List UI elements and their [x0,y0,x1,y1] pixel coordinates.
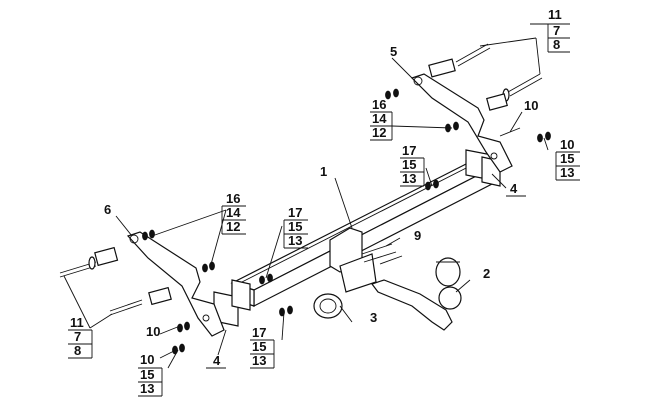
label-rules [68,23,580,397]
right-side-bracket [410,73,513,173]
label-part-8-right: 8 [553,37,560,52]
label-part-13-bottom-left: 13 [140,381,154,396]
callout-labels: 1 2 3 4 4 5 6 9 10 10 10 11 7 8 11 7 8 1… [70,7,574,396]
label-part-3: 3 [370,310,377,325]
label-part-16-right: 16 [372,97,386,112]
label-part-10-far-right: 10 [560,137,574,152]
label-part-8-left: 8 [74,343,81,358]
label-part-5: 5 [390,44,397,59]
tow-ball-neck [371,257,462,331]
label-part-17-right: 17 [402,143,416,158]
label-part-17-lower: 17 [252,325,266,340]
label-part-7-right: 7 [553,23,560,38]
label-part-7-left: 7 [74,329,81,344]
label-part-12-right: 12 [372,125,386,140]
label-part-15-bottom-left: 15 [140,367,154,382]
label-part-10-right: 10 [524,98,538,113]
label-part-4-left: 4 [213,353,221,368]
label-part-4-right: 4 [510,181,518,196]
label-part-10-left: 10 [146,324,160,339]
label-part-11-left: 11 [70,315,84,330]
ball-mount-bracket [313,227,403,319]
label-part-15-far-right: 15 [560,151,574,166]
label-part-11-right: 11 [548,7,562,22]
label-part-13-center: 13 [288,233,302,248]
label-part-13-far-right: 13 [560,165,574,180]
leader-lines [63,37,549,369]
label-part-16-left: 16 [226,191,240,206]
plate-nuts [259,179,439,317]
label-part-15-center: 15 [288,219,302,234]
label-part-2: 2 [483,266,490,281]
label-part-6: 6 [104,202,111,217]
label-part-14-right: 14 [372,111,387,126]
label-part-15-right: 15 [402,157,416,172]
label-part-9: 9 [414,228,421,243]
label-part-1: 1 [320,164,327,179]
label-part-13-right: 13 [402,171,416,186]
left-bolts [59,229,215,355]
label-part-12-left: 12 [226,219,240,234]
label-part-13-lower: 13 [252,353,266,368]
right-bolts [385,43,551,143]
left-side-bracket [126,231,225,337]
label-part-15-lower: 15 [252,339,266,354]
label-part-10-lower: 10 [140,352,154,367]
label-part-17-center: 17 [288,205,302,220]
label-part-14-left: 14 [226,205,241,220]
